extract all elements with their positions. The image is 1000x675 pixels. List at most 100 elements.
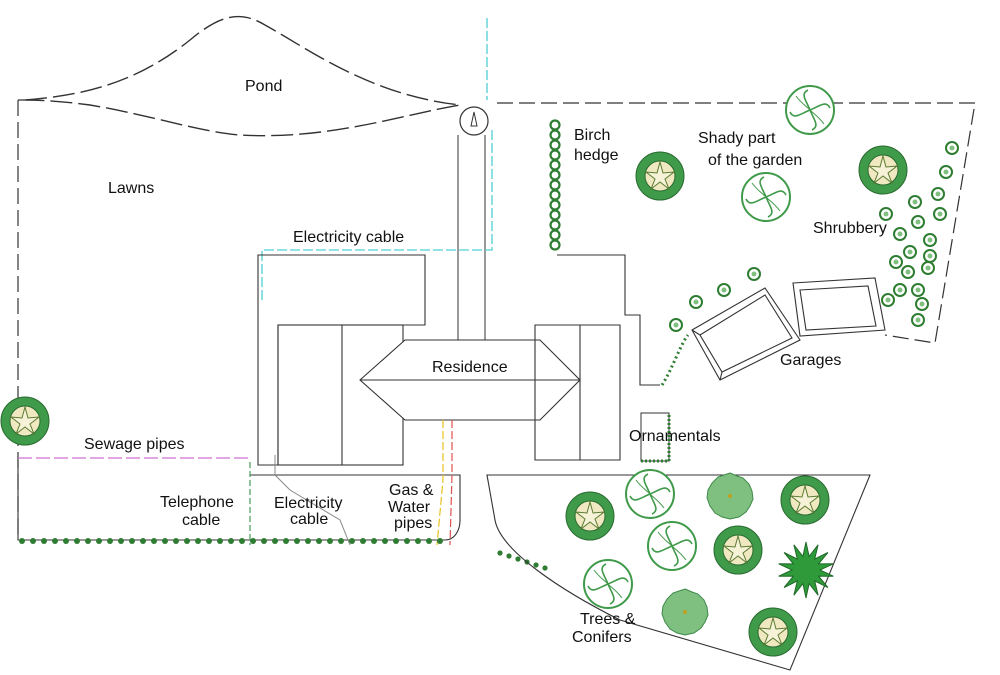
birch-shrub-icon [549,179,561,191]
trees-label-line2: Conifers [572,629,632,646]
residence-label: Residence [432,359,508,376]
property-boundary [17,99,976,540]
birch-shrub-icon [549,129,561,141]
ornamentals-bed [640,412,671,463]
lawns-label: Lawns [108,180,154,197]
hedge-shrub-icon [542,565,548,571]
hedge-shrub-icon [283,538,289,544]
hedge-shrub-icon [506,553,512,559]
residence-building [257,254,660,466]
gas-water-label-line2: Water [388,499,431,516]
hedge-shrub-icon [129,538,135,544]
hedge-shrub-icon [228,538,234,544]
hedge-shrub-icon [140,538,146,544]
hedge-shrub-icon [360,538,366,544]
hedge-shrub-icon [195,538,201,544]
hedge-shrub-icon [515,556,521,562]
birch-shrub-icon [549,209,561,221]
shrub-icon [893,283,907,297]
deciduous-tree-icon [858,145,908,195]
shrub-icon [893,227,907,241]
lower-lawn-bed [17,460,461,541]
bottom-hedge [19,538,548,571]
shrub-icon [911,313,925,327]
hedge-shrub-icon [338,538,344,544]
deciduous-tree-icon [713,525,763,575]
hedge-shrub-icon [96,538,102,544]
broadleaf-tree-icon [583,559,633,609]
shrubbery-label: Shrubbery [813,220,887,237]
hedge-shrub-icon [250,538,256,544]
water-pipe-line [449,420,453,546]
pond-label: Pond [245,78,282,95]
shrub-icon [931,187,945,201]
hedge-shrub-icon [41,538,47,544]
hedge-shrub-icon [426,538,432,544]
spiky-shrub-icon [778,541,834,599]
sewage-label: Sewage pipes [84,436,185,453]
hedge-shrub-icon [239,538,245,544]
hedge-shrub-icon [393,538,399,544]
electricity-bottom-label-line2: cable [290,511,328,528]
hedge-shrub-icon [162,538,168,544]
hedge-shrub-icon [371,538,377,544]
shrub-icon [747,267,761,281]
electricity-top-label: Electricity cable [293,229,404,246]
birch-shrub-icon [549,149,561,161]
hedge-shrub-icon [206,538,212,544]
birch-shrub-icon [549,219,561,231]
deciduous-tree-icon [635,151,685,201]
labels: Pond Lawns Birch hedge Shady part of the… [84,78,887,646]
conifer-icon [706,472,754,520]
shrub-icon [921,261,935,275]
birch-shrub-icon [549,119,561,131]
deciduous-tree-icon [748,607,798,657]
birch-shrub-icon [549,159,561,171]
trees-label-line1: Trees & [580,611,636,628]
hedge-shrub-icon [437,538,443,544]
gas-water-label-line1: Gas & [389,482,434,499]
shrub-icon [903,245,917,259]
hedge-shrub-icon [272,538,278,544]
hedge-shrub-icon [118,538,124,544]
electricity-bottom-label-line1: Electricity [274,495,342,512]
hedge-shrub-icon [107,538,113,544]
hedge-shrub-icon [305,538,311,544]
shrub-icon [879,207,893,221]
birch-hedge-label-line2: hedge [574,147,619,164]
deciduous-tree-icon [0,396,50,446]
hedge-shrub-icon [19,538,25,544]
shady-label-line1: Shady part [698,130,776,147]
trees-bed-outline [486,474,871,671]
birch-shrub-icon [549,199,561,211]
telephone-label-line1: Telephone [160,494,234,511]
broadleaf-tree-icon [647,521,697,571]
hedge-shrub-icon [217,538,223,544]
conifer-icon [661,588,709,636]
tree-group [565,469,834,657]
hedge-shrub-icon [74,538,80,544]
broadleaf-tree-icon [625,469,675,519]
birch-hedge-label-line1: Birch [574,127,610,144]
shrub-icon [945,141,959,155]
shrub-icon [933,207,947,221]
shrub-icon [901,265,915,279]
birch-hedge [549,119,561,251]
shrub-icon [911,215,925,229]
hedge-shrub-icon [404,538,410,544]
broadleaf-tree-icon [741,172,791,222]
deciduous-tree-icon [565,491,615,541]
hedge-shrub-icon [327,538,333,544]
hedge-shrub-icon [52,538,58,544]
shrub-icon [689,295,703,309]
shrub-icon [915,297,929,311]
gas-pipe-line [436,420,444,546]
birch-shrub-icon [549,139,561,151]
hedge-shrub-icon [316,538,322,544]
hedge-shrub-icon [63,538,69,544]
shrub-icon [923,233,937,247]
shrub-icon [939,165,953,179]
hedge-shrub-icon [261,538,267,544]
birch-shrub-icon [549,229,561,241]
